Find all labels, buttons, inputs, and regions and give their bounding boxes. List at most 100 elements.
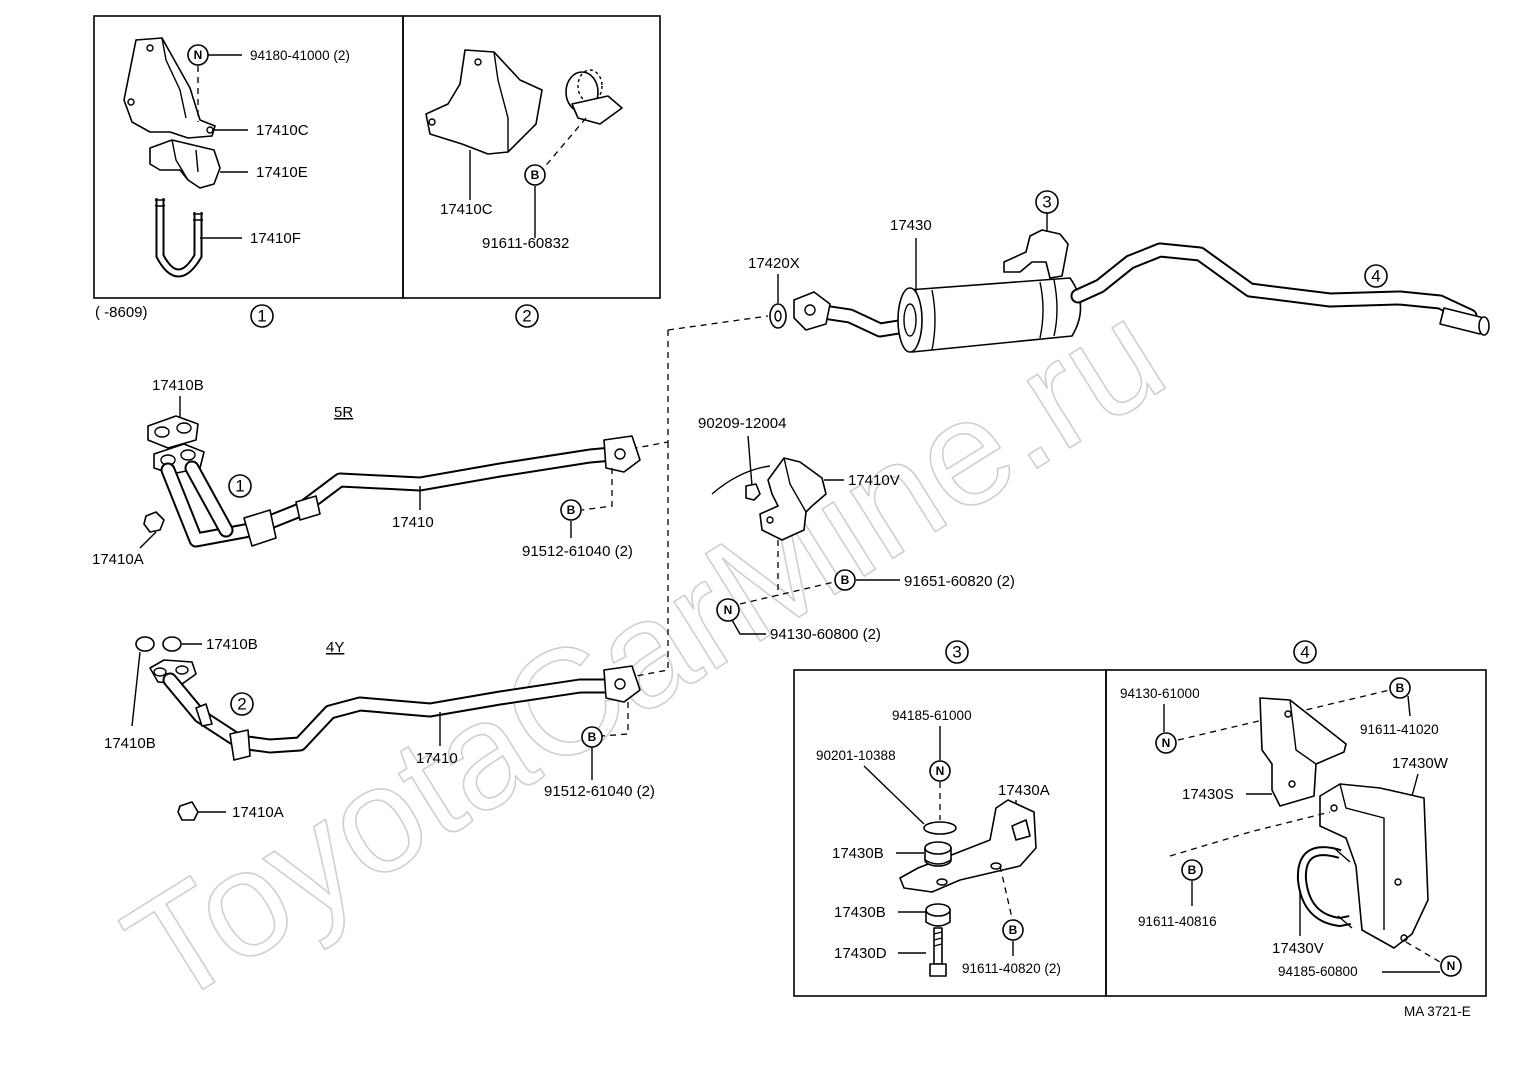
box1-insulator-label: 17410E	[256, 164, 308, 181]
box4-bracket-s-drawing	[1259, 697, 1347, 807]
svg-text:4: 4	[1300, 643, 1309, 662]
box4-symbol-b-mid: B	[1181, 859, 1203, 881]
box4-bolt-top-label: 91611-41020	[1360, 722, 1439, 737]
document-code: MA 3721-E	[1404, 1004, 1471, 1019]
box1-ubolt-label: 17410F	[250, 230, 301, 247]
pipe-5r-symbol-b: B	[560, 499, 582, 521]
center-nut-drawing	[745, 483, 761, 501]
date-range-note: ( -8609)	[95, 304, 148, 321]
pipe-4y-symbol-b: B	[581, 726, 603, 748]
box4-symbol-n: N	[1155, 732, 1177, 754]
svg-text:B: B	[588, 730, 597, 744]
box3-symbol-b: B	[1002, 919, 1024, 941]
box4-nut-label: 94130-61000	[1120, 686, 1200, 701]
box4-n-nut-label: 94185-60800	[1278, 964, 1358, 979]
box3-n-nut-label: 94185-61000	[892, 708, 972, 723]
svg-text:ToyotaCarMine.ru: ToyotaCarMine.ru	[98, 267, 1191, 1037]
pipe-4y-nut-drawing	[177, 801, 199, 821]
inset-box-2	[402, 15, 661, 299]
muffler-ref-3: 3	[1035, 190, 1059, 214]
box4-clamp-label: 17430V	[1272, 940, 1324, 957]
muffler-drawing	[802, 229, 1490, 353]
svg-text:4: 4	[1371, 267, 1380, 286]
svg-text:3: 3	[1042, 193, 1051, 212]
svg-text:B: B	[1188, 863, 1197, 877]
box2-clamp-drawing	[565, 69, 623, 125]
box4-clamp-drawing	[1296, 846, 1353, 929]
pipe-4y-drawing	[135, 636, 641, 761]
box4-symbol-b-top: B	[1389, 677, 1411, 699]
center-symbol-b: B	[834, 569, 856, 591]
pipe-5r-gasket-label: 17410B	[152, 377, 204, 394]
box3-stud-drawing	[929, 927, 947, 977]
svg-text:N: N	[1162, 736, 1171, 750]
box3-symbol-n: N	[929, 760, 951, 782]
center-bolt-label: 91651-60820 (2)	[904, 573, 1015, 590]
pipe-5r-nut-drawing	[143, 511, 165, 533]
box4-bracket-s-label: 17430S	[1182, 786, 1234, 803]
section-marker-2: 2	[515, 304, 539, 328]
box1-insulator-drawing	[149, 139, 221, 189]
pipe-4y-nut-label: 17410A	[232, 804, 284, 821]
svg-text:B: B	[567, 503, 576, 517]
box3-washer-label: 90201-10388	[816, 748, 896, 763]
box3-bracket-label: 17430A	[998, 782, 1050, 799]
box2-bolt-label: 91611-60832	[482, 235, 569, 252]
pipe-5r-nut-label: 17410A	[92, 551, 144, 568]
svg-text:N: N	[724, 603, 733, 617]
svg-text:3: 3	[952, 643, 961, 662]
section-marker-3: 3	[945, 640, 969, 664]
box3-bolt-label: 91611-40820 (2)	[962, 961, 1061, 976]
center-bracket-drawing	[759, 457, 827, 541]
svg-text:1: 1	[257, 307, 266, 326]
box3-cushion-top-drawing	[924, 841, 952, 867]
pipe-5r-ref-1: 1	[228, 474, 252, 498]
box1-bracket-label: 17410C	[256, 122, 309, 139]
svg-text:N: N	[936, 764, 945, 778]
box1-symbol-n: N	[187, 44, 209, 66]
svg-text:B: B	[531, 168, 540, 182]
svg-text:2: 2	[522, 307, 531, 326]
pipe-4y-bolt-label: 91512-61040 (2)	[544, 783, 655, 800]
pipe-4y-ref-2: 2	[230, 692, 254, 716]
box1-bracket-drawing	[123, 37, 216, 139]
box3-cushion-bottom-drawing	[925, 903, 951, 927]
box4-symbol-n-bottom: N	[1440, 955, 1462, 977]
box1-ubolt-drawing	[155, 198, 203, 278]
svg-text:B: B	[1396, 681, 1405, 695]
box3-cushion-top-label: 17430B	[832, 845, 884, 862]
inset-box-4	[1105, 669, 1487, 997]
box3-bracket-drawing	[899, 799, 1037, 893]
box2-bracket-drawing	[425, 49, 543, 155]
pipe-4y-gasket-top-label: 17410B	[206, 636, 258, 653]
box4-bracket-w-label: 17430W	[1392, 755, 1449, 772]
center-symbol-n: N	[716, 598, 740, 622]
muffler-part-label: 17430	[890, 217, 932, 234]
svg-text:1: 1	[235, 477, 244, 496]
muffler-gasket-drawing	[769, 303, 787, 329]
svg-text:N: N	[1447, 959, 1456, 973]
pipe-5r-pipe-label: 17410	[392, 514, 434, 531]
box4-bolt-mid-label: 91611-40816	[1138, 914, 1217, 929]
center-nut-label: 90209-12004	[698, 415, 786, 432]
pipe-4y-engine-label: 4Y	[326, 639, 344, 656]
pipe-4y-gasket-side-label: 17410B	[104, 735, 156, 752]
center-bracket-label: 17410V	[848, 472, 900, 489]
svg-text:B: B	[841, 573, 850, 587]
pipe-5r-engine-label: 5R	[334, 404, 353, 421]
box3-stud-label: 17430D	[834, 945, 887, 962]
muffler-ref-4: 4	[1364, 264, 1388, 288]
pipe-5r-drawing	[147, 415, 641, 548]
svg-text:N: N	[194, 48, 203, 62]
box1-nut-label: 94180-41000 (2)	[250, 48, 350, 63]
box4-bracket-w-drawing	[1319, 783, 1429, 949]
muffler-gasket-label: 17420X	[748, 255, 800, 272]
pipe-5r-bolt-label: 91512-61040 (2)	[522, 543, 633, 560]
box2-bracket-label: 17410C	[440, 201, 493, 218]
box3-washer-drawing	[923, 821, 957, 835]
section-marker-4: 4	[1293, 640, 1317, 664]
section-marker-1: 1	[250, 304, 274, 328]
muffler-flange-drawing	[793, 291, 831, 331]
svg-text:B: B	[1009, 923, 1018, 937]
